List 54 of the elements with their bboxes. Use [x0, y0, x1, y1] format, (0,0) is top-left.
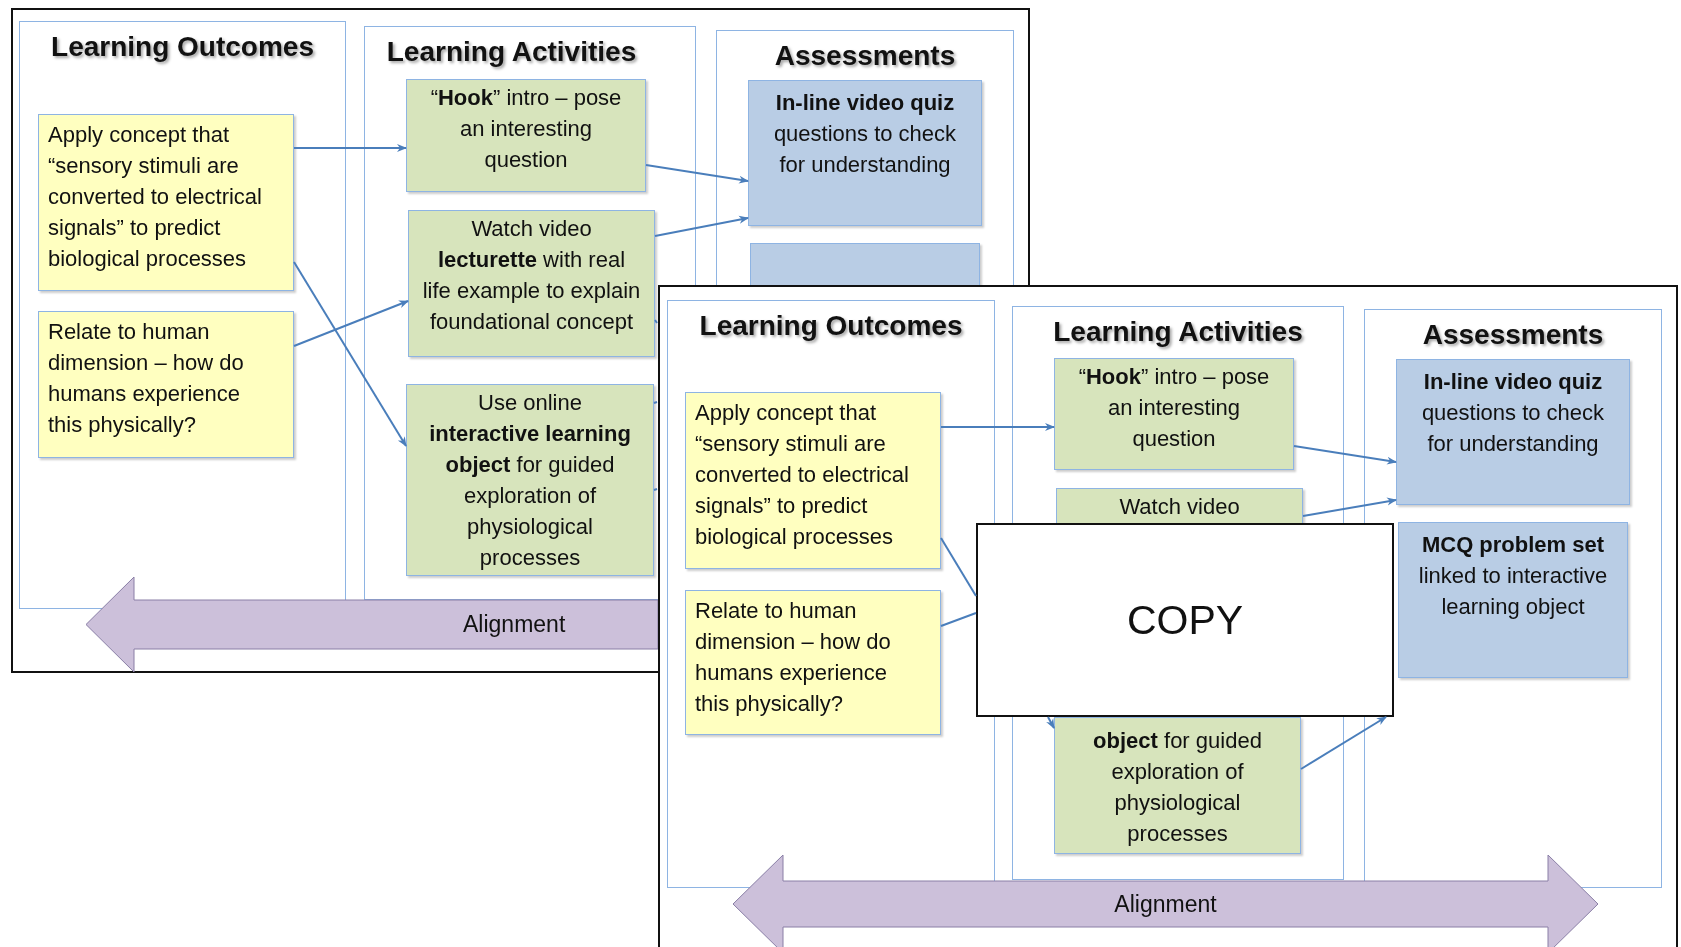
activity-box — [406, 79, 646, 192]
arrow — [1302, 497, 1397, 517]
arrow — [645, 164, 749, 184]
arrow — [1300, 716, 1387, 770]
copy-overlay — [976, 523, 1394, 717]
column-heading: Learning Activities — [1052, 315, 1304, 349]
arrow — [1293, 445, 1397, 465]
arrow-label: Alignment — [463, 611, 566, 638]
box-text: In-line video quiz questions to check for understanding — [772, 89, 958, 179]
arrow — [1046, 716, 1055, 729]
activity-box — [1054, 717, 1301, 854]
arrow — [293, 261, 407, 447]
outcome-note — [38, 114, 294, 291]
box-text: MCQ problem set linked to interactive learning object — [1417, 531, 1609, 621]
column-heading: Assessments — [773, 39, 957, 73]
arrow — [940, 423, 1055, 431]
column-heading: Learning Activities — [385, 35, 638, 69]
empty-box — [750, 243, 980, 286]
activity-box — [1056, 488, 1303, 523]
column-panel — [716, 30, 1014, 286]
box-text: Use online interactive learning object for guided exploration of physiological processes — [428, 389, 632, 572]
outcome-note — [38, 311, 294, 458]
alignment-arrow — [86, 577, 658, 672]
box-text: In-line video quiz questions to check for understanding — [1420, 368, 1606, 458]
column-heading: Learning Outcomes — [698, 309, 964, 343]
activity-box — [1054, 358, 1294, 470]
column-panel — [19, 21, 346, 609]
activity-box — [408, 210, 655, 357]
box-text: “Hook” intro – pose an interesting question — [1077, 363, 1271, 453]
overlay-text: COPY — [1126, 596, 1244, 644]
note-text: Apply concept that “sensory stimuli are converted to electrical signals” to predict biological processes — [48, 121, 263, 273]
outcome-note — [685, 392, 941, 569]
column-heading: Learning Outcomes — [50, 30, 315, 64]
assessment-box — [748, 80, 982, 226]
column-heading: Assessments — [1421, 318, 1605, 352]
box-text: object for guided exploration of physiological processes — [1092, 727, 1263, 848]
note-text: Relate to human dimension – how do humans experience this physically? — [48, 318, 245, 439]
column-panel — [364, 26, 658, 600]
box-text: Watch video — [1118, 493, 1241, 521]
box-text: Watch video lecturette with real life example to explain foundational concept — [421, 215, 642, 336]
arrow-label: Alignment — [1114, 890, 1217, 918]
slide-frame — [658, 285, 1678, 947]
note-text: Apply concept that “sensory stimuli are converted to electrical signals” to predict biological processes — [695, 399, 910, 551]
assessment-box — [1396, 359, 1630, 505]
outcome-note — [685, 590, 941, 735]
note-text: Relate to human dimension – how do humans experience this physically? — [695, 597, 892, 718]
activity-box — [406, 384, 654, 576]
arrow — [654, 215, 749, 237]
assessment-box — [1398, 522, 1628, 678]
arrow — [293, 144, 407, 152]
slide-frame — [11, 8, 658, 673]
box-text: “Hook” intro – pose an interesting question — [429, 84, 623, 174]
arrow — [293, 300, 409, 347]
alignment-arrow — [733, 855, 1598, 947]
